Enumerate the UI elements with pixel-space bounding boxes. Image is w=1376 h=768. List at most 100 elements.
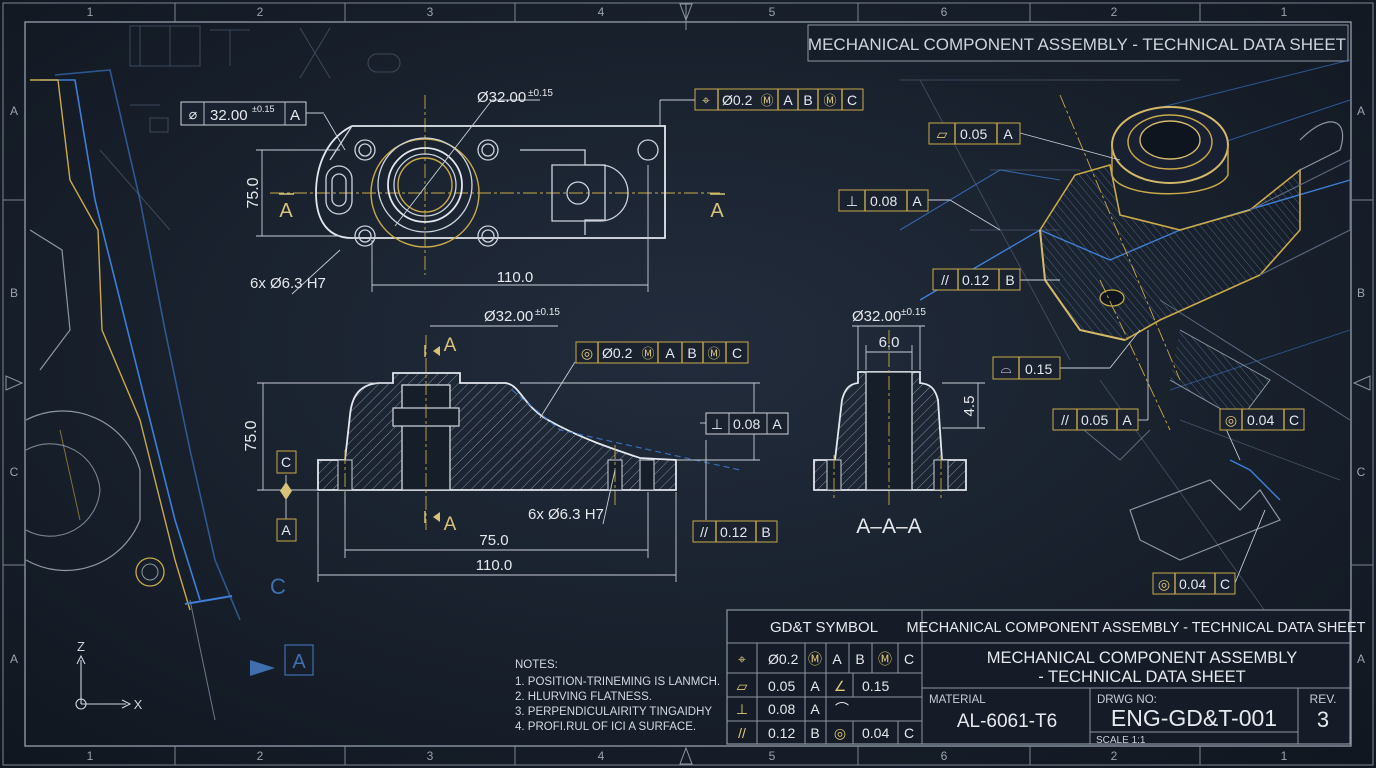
top-dia-box-tol: ±0.15 bbox=[252, 104, 274, 114]
tb-material: AL-6061-T6 bbox=[957, 711, 1057, 732]
front-par-tol: 0.12 bbox=[720, 524, 747, 540]
section-depth-dim: 4.5 bbox=[961, 396, 978, 417]
iso-perp-symbol: ⊥ bbox=[846, 193, 858, 209]
top-section-mark-right: A bbox=[710, 200, 724, 222]
iso-par2-fcf: // 0.05 A bbox=[1052, 408, 1139, 431]
front-conc-mod: Ⓜ bbox=[641, 346, 654, 361]
top-dia-box-symbol: ⌀ bbox=[189, 106, 197, 122]
iso-conc1-fcf: ◎ 0.04 C bbox=[1219, 408, 1305, 431]
zone-col-6-bottom: 6 bbox=[941, 749, 948, 763]
left-part-sketch: C A bbox=[25, 69, 314, 721]
centering-marks bbox=[5, 3, 1371, 765]
zone-col-7: 2 bbox=[1111, 5, 1118, 19]
zone-labels: 1 2 3 4 5 6 2 1 1 2 3 4 5 6 2 1 A B C A … bbox=[10, 5, 1366, 763]
tb-title-line-2: - TECHNICAL DATA SHEET bbox=[1038, 668, 1246, 686]
iso-conc2-symbol: ◎ bbox=[1158, 576, 1170, 592]
tb-r1-c1: ⌖ bbox=[738, 651, 746, 667]
tb-r4-c2: 0.12 bbox=[768, 725, 795, 741]
iso-par2-symbol: // bbox=[1061, 412, 1069, 428]
title-block bbox=[726, 609, 1351, 745]
axis-z-label: Z bbox=[77, 639, 85, 654]
left-datum-a: A bbox=[292, 651, 306, 673]
front-par-fcf: // 0.12 B bbox=[692, 520, 778, 543]
tb-symbol-row-4: // 0.12 B ◎ 0.04 C bbox=[738, 725, 914, 741]
zone-col-8-bottom: 1 bbox=[1281, 749, 1288, 763]
top-fcf-d3: Ⓜ bbox=[823, 93, 836, 108]
front-conc-d4: C bbox=[732, 345, 742, 361]
top-dia-callout: ⌀ 32.00 ±0.15 A bbox=[180, 101, 324, 126]
iso-conc2-tol: 0.04 bbox=[1179, 576, 1206, 592]
zone-row-3: C bbox=[10, 465, 19, 479]
tb-title-line-1: MECHANICAL COMPONENT ASSEMBLY bbox=[987, 649, 1298, 667]
zone-row-1-right: A bbox=[1357, 104, 1365, 118]
tb-drawing-no: ENG-GD&T-001 bbox=[1111, 705, 1277, 731]
front-section-mark-bottom: A bbox=[444, 514, 457, 535]
top-holes-note: 6x Ø6.3 H7 bbox=[250, 275, 326, 292]
iso-conc1-symbol: ◎ bbox=[1225, 412, 1237, 428]
top-dia-tol: ±0.15 bbox=[528, 88, 553, 99]
tb-r1-c3: Ⓜ bbox=[808, 651, 822, 667]
axis-x-label: X bbox=[134, 697, 143, 712]
iso-par2-datum: A bbox=[1122, 412, 1132, 428]
iso-flat-tol: 0.05 bbox=[960, 126, 987, 142]
iso-par-datum: B bbox=[1005, 272, 1014, 288]
notes-line-3: 3. PERPENDICULAIRITY TINGAIDHY bbox=[515, 706, 712, 718]
front-par-datum: B bbox=[761, 524, 770, 540]
front-inner-dim: 75.0 bbox=[479, 532, 508, 549]
notes-line-2: 2. HLURVING FLATNESS. bbox=[515, 691, 652, 703]
tb-r3-c1: ⊥ bbox=[736, 701, 748, 717]
tb-r2-c2: 0.05 bbox=[768, 678, 795, 694]
top-section-mark-left: A bbox=[279, 200, 293, 222]
tb-symbol-row-3: ⊥ 0.08 A ⌒ bbox=[736, 701, 849, 717]
zone-col-5-bottom: 5 bbox=[769, 749, 776, 763]
top-dia-box-datum: A bbox=[290, 107, 300, 124]
iso-perp-datum: A bbox=[912, 193, 922, 209]
front-conc-d1: A bbox=[665, 345, 675, 361]
front-perp-symbol: ⊥ bbox=[711, 416, 723, 432]
top-fcf-d2: B bbox=[803, 92, 812, 108]
iso-conc1-datum: C bbox=[1289, 412, 1299, 428]
front-conc-fcf: ◎ Ø0.2 Ⓜ A B Ⓜ C bbox=[575, 341, 749, 364]
notes: NOTES: 1. POSITION-TRINEMING IS LANMCH. … bbox=[515, 659, 720, 733]
front-holes-note: 6x Ø6.3 H7 bbox=[528, 506, 604, 523]
datum-a-box: A bbox=[276, 518, 297, 542]
tb-r1-c6: Ⓜ bbox=[878, 651, 892, 667]
axis-triad: Z X bbox=[75, 639, 143, 712]
zone-row-2-right: B bbox=[1357, 286, 1365, 300]
top-fcf-d4: C bbox=[847, 92, 857, 108]
iso-conc1-tol: 0.04 bbox=[1247, 412, 1274, 428]
iso-flat-datum: A bbox=[1003, 126, 1013, 142]
zone-col-2: 2 bbox=[257, 5, 264, 19]
front-dia-tol: ±0.15 bbox=[535, 307, 560, 318]
iso-profile-tol: 0.15 bbox=[1025, 361, 1052, 377]
iso-profile-fcf: ⌓ 0.15 bbox=[992, 356, 1061, 380]
front-conc-d2: B bbox=[687, 345, 696, 361]
zone-row-4-right: A bbox=[1357, 652, 1365, 666]
section-dia-label: Ø32.00 bbox=[852, 308, 901, 325]
tb-scale: SCALE 1:1 bbox=[1096, 735, 1146, 746]
top-position-fcf: ⌖ Ø0.2 Ⓜ A B Ⓜ C bbox=[694, 88, 864, 111]
zone-col-5: 5 bbox=[769, 5, 776, 19]
top-length-dim: 110.0 bbox=[497, 269, 533, 286]
front-perp-fcf: ⊥ 0.08 A bbox=[705, 412, 789, 435]
tb-r1-c5: B bbox=[855, 651, 864, 667]
zone-row-2: B bbox=[10, 286, 18, 300]
tb-r4-c1: // bbox=[738, 725, 746, 741]
tb-rev-label: REV. bbox=[1310, 692, 1337, 706]
zone-col-1: 1 bbox=[87, 5, 94, 19]
top-fcf-tol: Ø0.2 bbox=[722, 92, 753, 108]
iso-flat-symbol: ▱ bbox=[937, 126, 948, 142]
tb-r3-c4: ⌒ bbox=[835, 701, 849, 717]
left-datum-c: C bbox=[270, 574, 286, 599]
tb-r2-c1: ▱ bbox=[737, 678, 748, 694]
zone-col-6: 6 bbox=[941, 5, 948, 19]
front-dia-label: Ø32.00 bbox=[484, 308, 533, 325]
tb-r1-c4: A bbox=[832, 651, 842, 667]
zone-col-1-bottom: 1 bbox=[87, 749, 94, 763]
tb-symbol-row-2: ▱ 0.05 A ∠ 0.15 bbox=[737, 678, 890, 694]
zone-col-3-bottom: 3 bbox=[427, 749, 434, 763]
front-conc-d3: Ⓜ bbox=[707, 346, 720, 361]
top-view bbox=[256, 95, 720, 295]
